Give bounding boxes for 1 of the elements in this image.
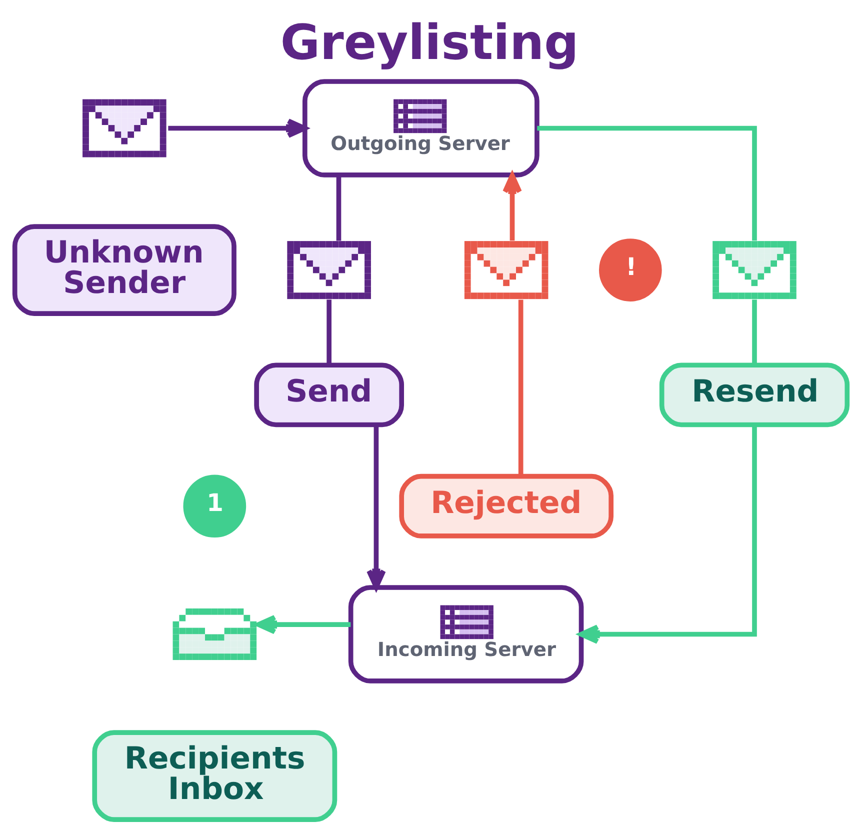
diagram-title: Greylisting — [280, 14, 579, 71]
